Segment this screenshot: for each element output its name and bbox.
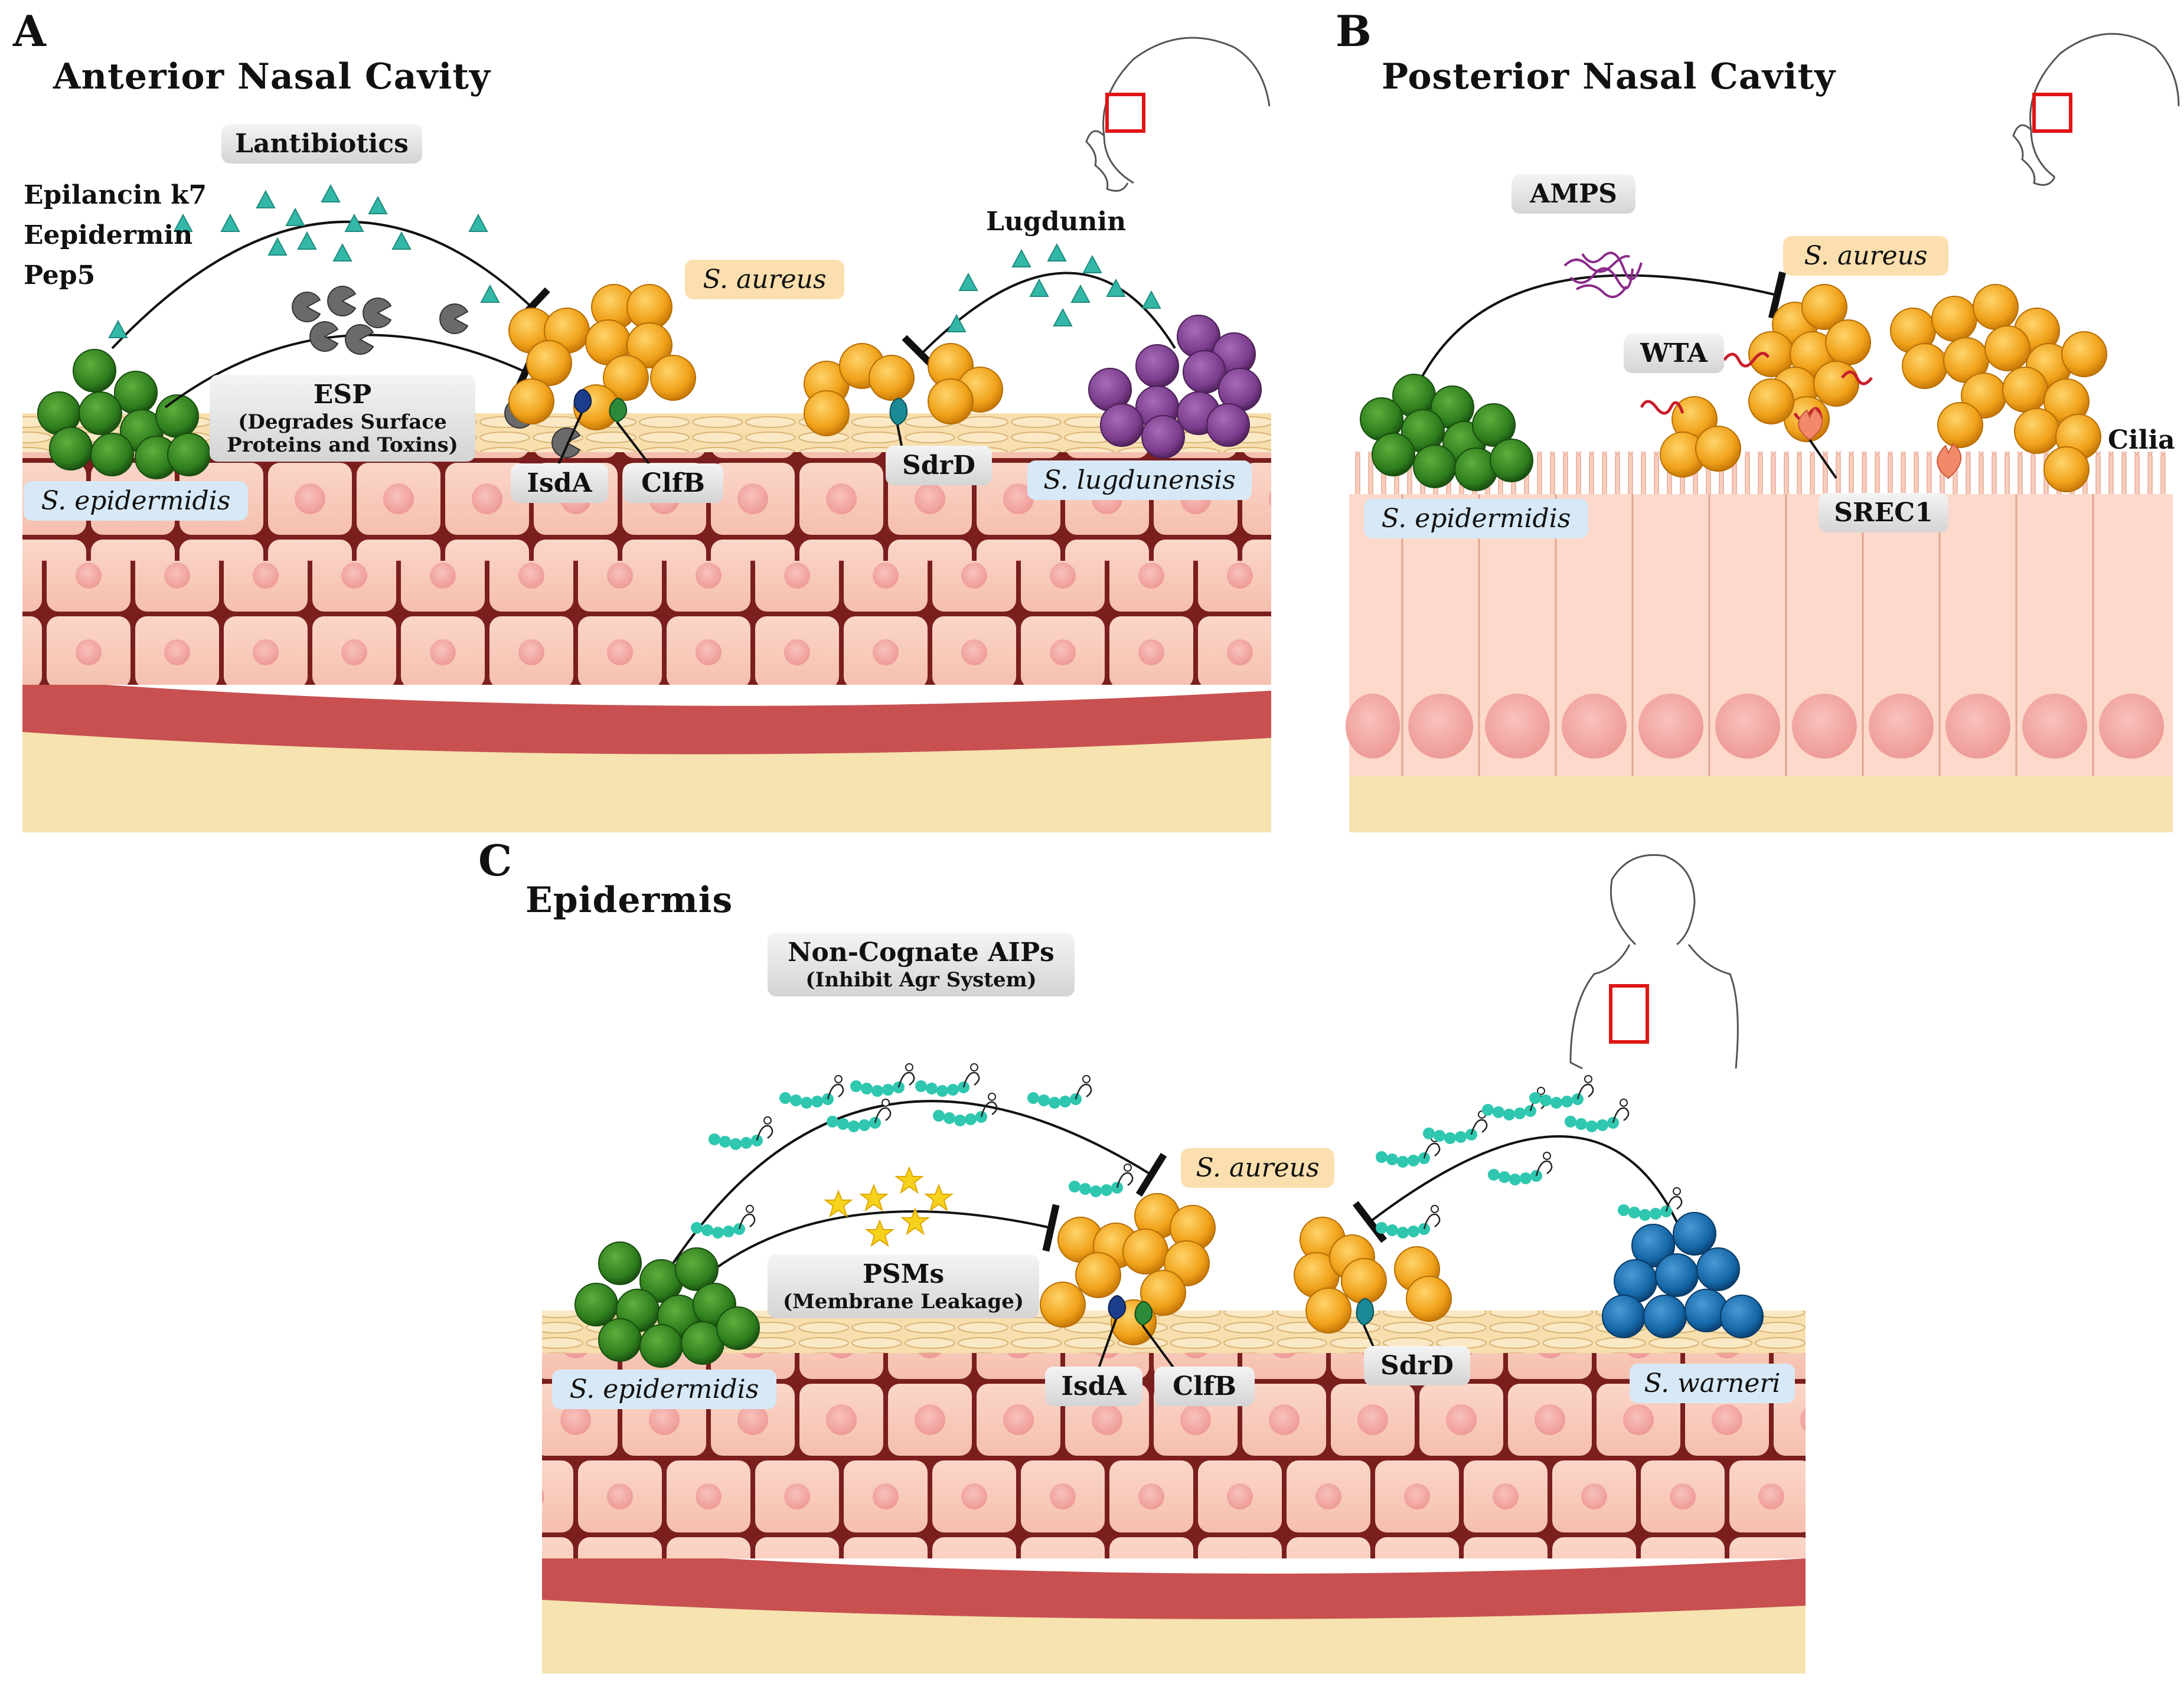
panel-c-s-aureus-label: S. aureus	[1181, 1148, 1334, 1188]
panel-c-aips-title: Non-Cognate AIPs	[788, 937, 1055, 968]
panel-a-clfb-label: ClfB	[623, 463, 723, 503]
panel-b-location-box	[2032, 93, 2072, 133]
panel-a-isda-receptor	[573, 389, 592, 414]
panel-a-blood-vessel	[22, 679, 1271, 754]
panel-c-location-box	[1609, 984, 1649, 1044]
panel-c-psms-title: PSMs	[862, 1259, 945, 1289]
panel-c-cell-layer-2	[542, 1458, 1806, 1558]
panel-a-isda-label: IsdA	[511, 463, 608, 503]
panel-a-lantibiotic-name-1: Epilancin k7	[24, 180, 207, 210]
panel-a-lugdunin-label: Lugdunin	[986, 207, 1127, 237]
panel-b-head-icon	[2012, 32, 2180, 186]
panel-c-title: Epidermis	[525, 880, 733, 921]
panel-a-letter: A	[13, 6, 46, 56]
panel-a-esp-sub2: Proteins and Toxins)	[227, 433, 458, 457]
panel-b-s-epidermidis-cluster	[1360, 374, 1533, 491]
panel-a-clfb-receptor	[609, 398, 628, 423]
panel-c-s-warneri-cluster	[1602, 1212, 1764, 1338]
panel-b-srec1-label: SREC1	[1819, 493, 1948, 532]
panel-b-wta-strands	[1640, 352, 1873, 421]
panel-a-esp-sub: (Degrades Surface	[238, 410, 447, 434]
panel-c-warneri-arc	[1352, 1135, 1678, 1243]
panel-a-sdrd-receptor	[889, 398, 908, 426]
panel-c-s-epidermidis-label: S. epidermidis	[552, 1370, 776, 1409]
panel-c-psm-arc	[713, 1204, 1060, 1270]
panel-b-amps-label: AMPS	[1512, 174, 1635, 214]
panel-b-nuclei	[1346, 694, 2164, 759]
panel-c-psms-label: PSMs (Membrane Leakage)	[768, 1254, 1039, 1318]
panel-c-aips-sub: (Inhibit Agr System)	[805, 968, 1037, 992]
panel-a-esp-title: ESP	[313, 380, 372, 410]
panel-c-s-warneri-label: S. warneri	[1630, 1364, 1795, 1403]
panel-b-s-aureus-label: S. aureus	[1783, 236, 1948, 276]
panel-c	[542, 854, 1806, 1674]
panel-b-letter: B	[1336, 6, 1372, 56]
panel-c-psms-sub: (Membrane Leakage)	[783, 1289, 1024, 1313]
panel-a-lantibiotics-label: Lantibiotics	[221, 124, 422, 164]
panel-b-wta-label: WTA	[1624, 334, 1724, 373]
panel-a-s-aureus-label: S. aureus	[685, 260, 844, 299]
panel-b-amps-molecules	[1563, 251, 1643, 298]
panel-b-title: Posterior Nasal Cavity	[1382, 56, 1836, 97]
panel-b-s-aureus-cluster-1	[1660, 284, 1871, 478]
panel-b-amps-arc	[1407, 271, 1786, 408]
panel-b	[1346, 32, 2180, 832]
panel-c-s-epidermidis-cluster	[574, 1241, 760, 1368]
panel-a-title: Anterior Nasal Cavity	[53, 56, 491, 97]
panel-c-letter: C	[478, 835, 512, 885]
panel-a-sdrd-label: SdrD	[886, 446, 992, 485]
panel-c-sdrd-label: SdrD	[1364, 1346, 1470, 1385]
panel-c-body-icon	[1569, 854, 1739, 1070]
panel-c-clfb-receptor	[1134, 1301, 1153, 1326]
panel-b-s-epidermidis-label: S. epidermidis	[1364, 499, 1588, 538]
panel-a-lantibiotic-name-3: Pep5	[24, 260, 96, 290]
panel-b-cilia-label: Cilia	[2108, 425, 2175, 455]
panel-a-cell-layer-2	[22, 561, 1271, 685]
panel-c-psm-molecules	[825, 1167, 952, 1246]
panel-a-location-box	[1105, 93, 1145, 133]
panel-c-blood-vessel	[542, 1547, 1806, 1619]
panel-c-clfb-label: ClfB	[1154, 1367, 1255, 1406]
panel-c-isda-label: IsdA	[1045, 1367, 1142, 1406]
panel-a-lantibiotic-arc	[111, 220, 550, 349]
panel-c-sdrd-receptor	[1356, 1298, 1375, 1326]
panel-a-s-lugdunensis-label: S. lugdunensis	[1027, 460, 1252, 500]
panel-c-isda-receptor	[1108, 1295, 1127, 1321]
panel-a-head-icon	[1085, 37, 1271, 192]
panel-a-lantibiotic-name-2: Eepidermin	[24, 220, 193, 250]
panel-a-s-epidermidis-label: S. epidermidis	[24, 481, 248, 521]
panel-a-s-lugdunensis-cluster	[1088, 315, 1262, 459]
panel-a-esp-label: ESP (Degrades Surface Proteins and Toxin…	[210, 375, 475, 462]
panel-c-aips-label: Non-Cognate AIPs (Inhibit Agr System)	[768, 933, 1075, 996]
panel-a-s-aureus-cluster-1	[508, 284, 696, 430]
panel-b-srec1-receptors	[1798, 407, 1962, 479]
panel-a-lugdunin-molecules	[947, 244, 1161, 332]
panel-a-lugdunin-arc	[902, 272, 1176, 374]
panel-b-cell-borders	[1401, 493, 2094, 776]
